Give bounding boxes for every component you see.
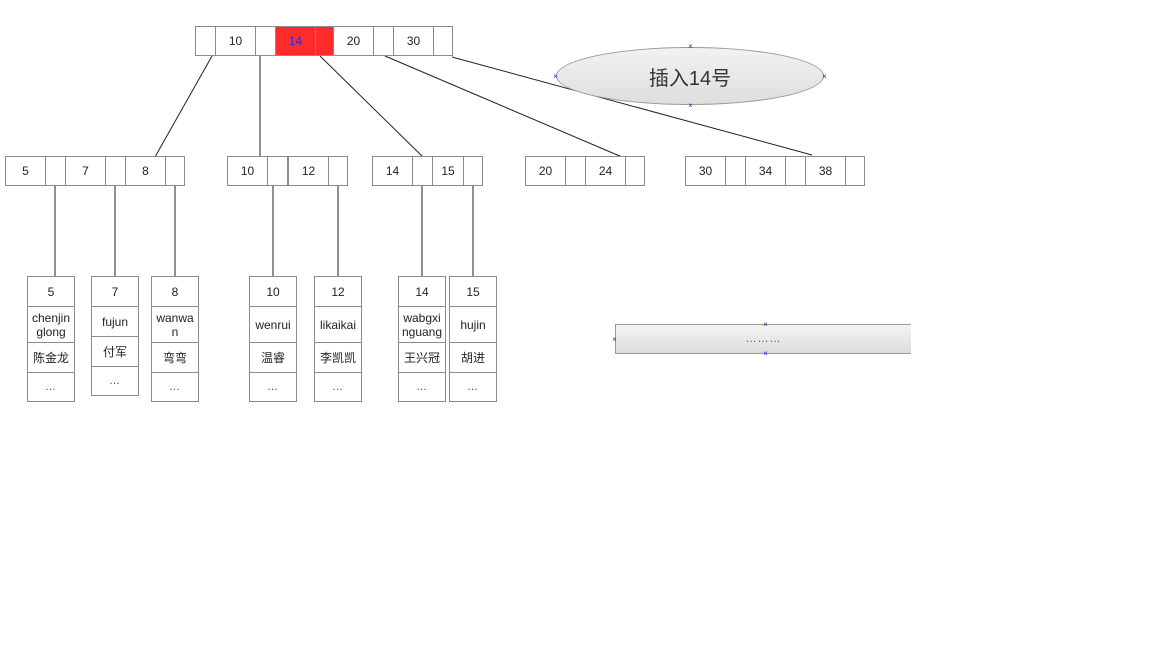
node5-key-34[interactable]: 34 [745, 156, 786, 186]
box-handle-top[interactable]: × [763, 320, 768, 329]
leaf-more: … [91, 366, 139, 396]
root-pointer-1[interactable] [255, 26, 276, 56]
node1-key-5[interactable]: 5 [5, 156, 46, 186]
edge-root-to-node-5 [451, 56, 813, 156]
leaf-id: 7 [91, 276, 139, 307]
node3-key-15[interactable]: 15 [432, 156, 464, 186]
ellipse-handle-bottom[interactable]: × [688, 101, 693, 110]
root-key-14-highlighted[interactable]: 14 [275, 26, 316, 56]
leaf-pinyin: wanwan [151, 306, 199, 343]
node3-pointer[interactable] [463, 156, 483, 186]
root-key-20[interactable]: 20 [333, 26, 374, 56]
leaf-name: 胡进 [449, 342, 497, 373]
root-pointer-2-highlighted[interactable] [315, 26, 334, 56]
placeholder-box[interactable]: ……… [615, 324, 911, 354]
edge-root-to-node-4 [384, 55, 623, 158]
leaf-name: 付军 [91, 336, 139, 367]
leaf-pinyin: wenrui [249, 306, 297, 343]
node1-key-8[interactable]: 8 [125, 156, 166, 186]
node1-pointer[interactable] [105, 156, 126, 186]
leaf-more: … [449, 372, 497, 402]
leaf-name: 陈金龙 [27, 342, 75, 373]
edge-root-to-node-1 [154, 55, 213, 158]
leaf-name: 弯弯 [151, 342, 199, 373]
edge-root-to-node-3 [319, 55, 424, 158]
leaf-pinyin: fujun [91, 306, 139, 337]
root-key-10[interactable]: 10 [215, 26, 256, 56]
leaf-name: 王兴冠 [398, 342, 446, 373]
node1-pointer[interactable] [45, 156, 66, 186]
leaf-id: 14 [398, 276, 446, 307]
leaf-id: 8 [151, 276, 199, 307]
leaf-pinyin: hujin [449, 306, 497, 343]
note-text: 插入14号 [648, 67, 732, 90]
ellipse-handle-top[interactable]: × [688, 42, 693, 51]
node2-pointer[interactable] [328, 156, 348, 186]
leaf-pinyin: chenjinglong [27, 306, 75, 343]
leaf-id: 5 [27, 276, 75, 307]
leaf-more: … [249, 372, 297, 402]
leaf-name: 温睿 [249, 342, 297, 373]
node2-key-10[interactable]: 10 [227, 156, 268, 186]
box-handle-bottom[interactable]: × [763, 349, 768, 358]
node5-pointer[interactable] [785, 156, 806, 186]
note-ellipse[interactable]: 插入14号 [556, 47, 824, 105]
node5-pointer[interactable] [845, 156, 865, 186]
node4-key-20[interactable]: 20 [525, 156, 566, 186]
node4-key-24[interactable]: 24 [585, 156, 626, 186]
node1-key-7[interactable]: 7 [65, 156, 106, 186]
node5-key-30[interactable]: 30 [685, 156, 726, 186]
leaf-more: … [314, 372, 362, 402]
node4-pointer[interactable] [625, 156, 645, 186]
leaf-pinyin: likaikai [314, 306, 362, 343]
leaf-more: … [27, 372, 75, 402]
leaf-more: … [398, 372, 446, 402]
leaf-id: 12 [314, 276, 362, 307]
node4-pointer[interactable] [565, 156, 586, 186]
root-pointer-0[interactable] [195, 26, 216, 56]
box-handle-left[interactable]: × [612, 335, 617, 344]
root-pointer-4[interactable] [433, 26, 453, 56]
root-key-30[interactable]: 30 [393, 26, 434, 56]
node3-pointer[interactable] [412, 156, 433, 186]
placeholder-text: ……… [745, 333, 782, 345]
leaf-id: 15 [449, 276, 497, 307]
ellipse-handle-left[interactable]: × [553, 72, 558, 81]
leaf-name: 李凯凯 [314, 342, 362, 373]
leaf-id: 10 [249, 276, 297, 307]
node2-key-12[interactable]: 12 [288, 156, 329, 186]
node3-key-14[interactable]: 14 [372, 156, 413, 186]
leaf-more: … [151, 372, 199, 402]
node2-pointer[interactable] [267, 156, 288, 186]
leaf-pinyin: wabgxinguang [398, 306, 446, 343]
node5-pointer[interactable] [725, 156, 746, 186]
node5-key-38[interactable]: 38 [805, 156, 846, 186]
ellipse-handle-right[interactable]: × [822, 72, 827, 81]
node1-pointer[interactable] [165, 156, 185, 186]
root-pointer-3[interactable] [373, 26, 394, 56]
